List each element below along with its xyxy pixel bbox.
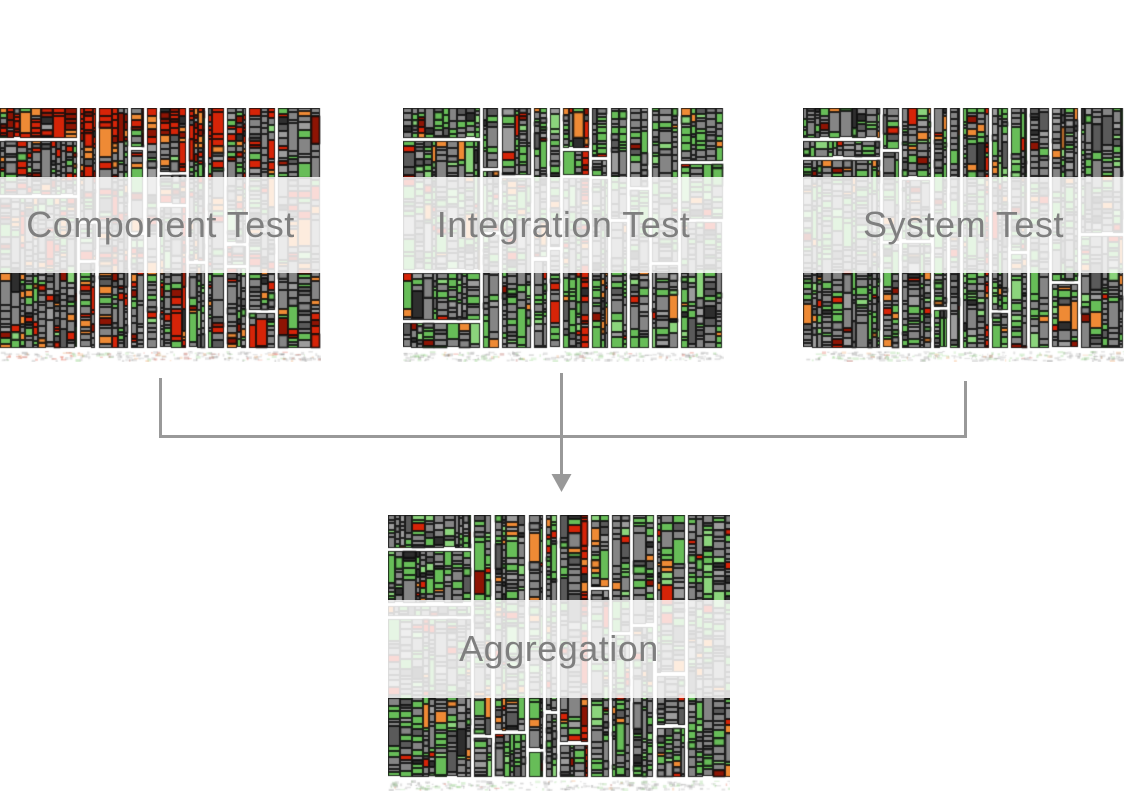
arrow-down-head-icon bbox=[551, 474, 572, 492]
